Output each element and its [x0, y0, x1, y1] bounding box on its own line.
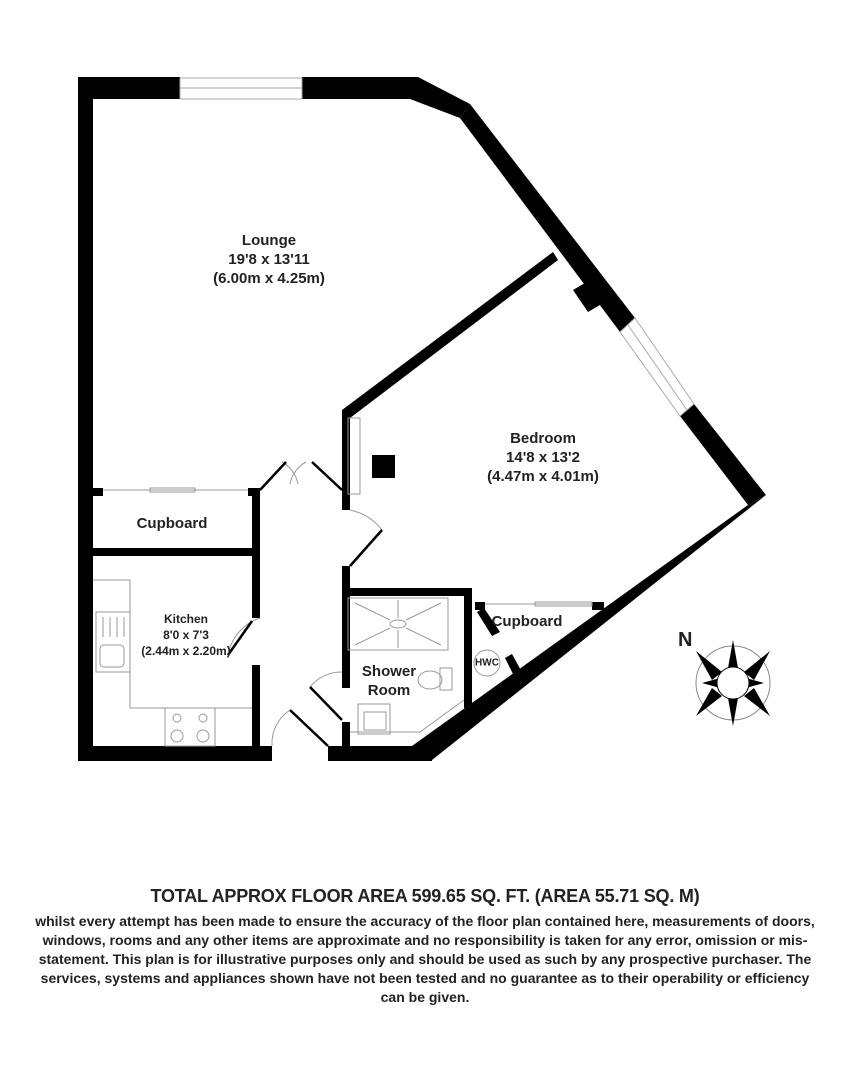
room-dim-metric: (4.47m x 4.01m) [487, 468, 599, 485]
room-dim-imperial: 8'0 x 7'3 [163, 628, 209, 642]
room-dim-metric: (2.44m x 2.20m) [141, 644, 231, 658]
north-label: N [678, 629, 693, 651]
hwc-label: HWC [475, 657, 499, 669]
room-label-lounge: Lounge 19'8 x 13'11 (6.00m x 4.25m) [213, 231, 325, 288]
windows [179, 77, 695, 417]
interior-walls [93, 252, 605, 752]
room-label-shower-room: Shower Room [362, 662, 416, 700]
room-name: Cupboard [136, 515, 208, 532]
outer-walls [78, 77, 766, 761]
room-name: Cupboard [491, 613, 563, 630]
room-name-line1: Shower [361, 663, 417, 680]
room-label-kitchen: Kitchen 8'0 x 7'3 (2.44m x 2.20m) [141, 611, 230, 659]
door-leaves [226, 461, 383, 747]
room-dim-imperial: 19'8 x 13'11 [228, 251, 310, 268]
room-name: Bedroom [510, 430, 576, 447]
room-label-cupboard-bedroom: Cupboard [492, 612, 563, 631]
room-label-cupboard-hall: Cupboard [137, 514, 208, 533]
room-dim-imperial: 14'8 x 13'2 [506, 449, 580, 466]
compass-rose-icon [696, 640, 770, 726]
disclaimer-text: whilst every attempt has been made to en… [35, 913, 815, 1005]
room-dim-metric: (6.00m x 4.25m) [213, 270, 325, 287]
room-label-bedroom: Bedroom 14'8 x 13'2 (4.47m x 4.01m) [487, 429, 599, 486]
room-name-line2: Room [367, 682, 411, 699]
room-name: Lounge [241, 232, 297, 249]
fixtures [93, 417, 771, 747]
room-name: Kitchen [163, 612, 209, 626]
total-floor-area: TOTAL APPROX FLOOR AREA 599.65 SQ. FT. (… [150, 886, 700, 906]
